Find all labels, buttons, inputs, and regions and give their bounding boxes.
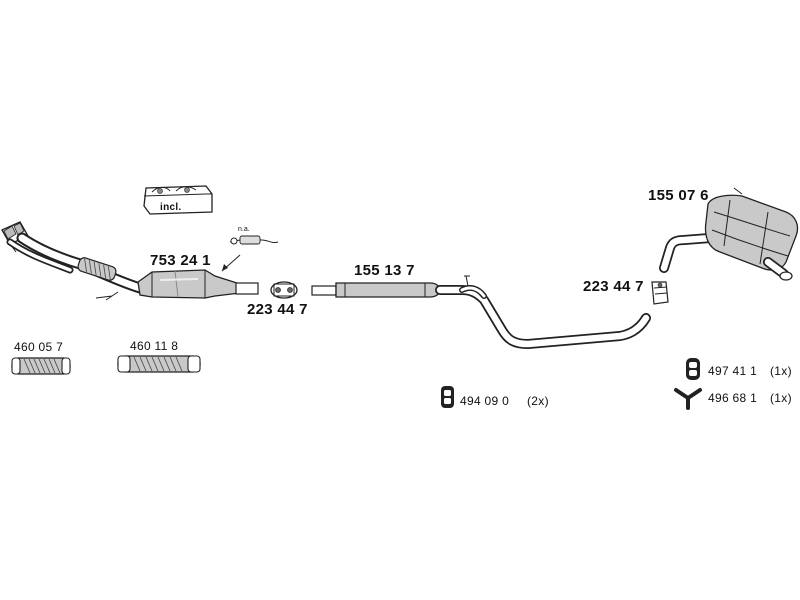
- middle-silencer[interactable]: [335, 282, 441, 298]
- rear-clamp-icon[interactable]: [651, 281, 669, 305]
- catalytic-converter-part-number: 753 24 1: [150, 252, 211, 269]
- rubber-mount-b-icon[interactable]: [686, 358, 700, 380]
- rubber-mount-c-part-number: 496 68 1: [708, 391, 757, 405]
- catalytic-converter[interactable]: [137, 269, 259, 299]
- sensor-arrow-head: [222, 264, 228, 271]
- front-clamp-icon[interactable]: [270, 281, 298, 299]
- not-available-note: n.a.: [238, 226, 250, 233]
- rubber-mount-a-icon[interactable]: [441, 386, 454, 408]
- flex-pipe-b-part-number: 460 11 8: [130, 339, 178, 353]
- rear-silencer-inlet-pipe[interactable]: [659, 233, 715, 273]
- rubber-mount-b-qty: (1x): [770, 364, 792, 378]
- rear-silencer-part-number: 155 07 6: [648, 187, 709, 204]
- flex-pipe-a-icon[interactable]: [11, 357, 71, 375]
- rubber-mount-b-part-number: 497 41 1: [708, 364, 757, 378]
- middle-pipe-inlet[interactable]: [311, 285, 337, 296]
- rubber-mount-c-qty: (1x): [770, 391, 792, 405]
- front-pipe[interactable]: [6, 232, 146, 301]
- rubber-mount-a-qty: (2x): [527, 394, 549, 408]
- intermediate-pipe[interactable]: [435, 275, 651, 349]
- front-clamp-part-number: 223 44 7: [247, 301, 308, 318]
- middle-silencer-part-number: 155 13 7: [354, 262, 415, 279]
- included-label: incl.: [160, 202, 182, 213]
- included-kit-icon: incl.: [143, 185, 213, 215]
- rubber-mount-c-icon[interactable]: [674, 388, 702, 410]
- rear-clamp-part-number: 223 44 7: [583, 278, 644, 295]
- flex-pipe-a-part-number: 460 05 7: [14, 340, 63, 354]
- rear-silencer[interactable]: [704, 187, 799, 281]
- flex-pipe-b-icon[interactable]: [117, 355, 201, 373]
- lambda-sensor-icon: n.a.: [229, 226, 279, 245]
- rubber-mount-a-part-number: 494 09 0: [460, 394, 509, 408]
